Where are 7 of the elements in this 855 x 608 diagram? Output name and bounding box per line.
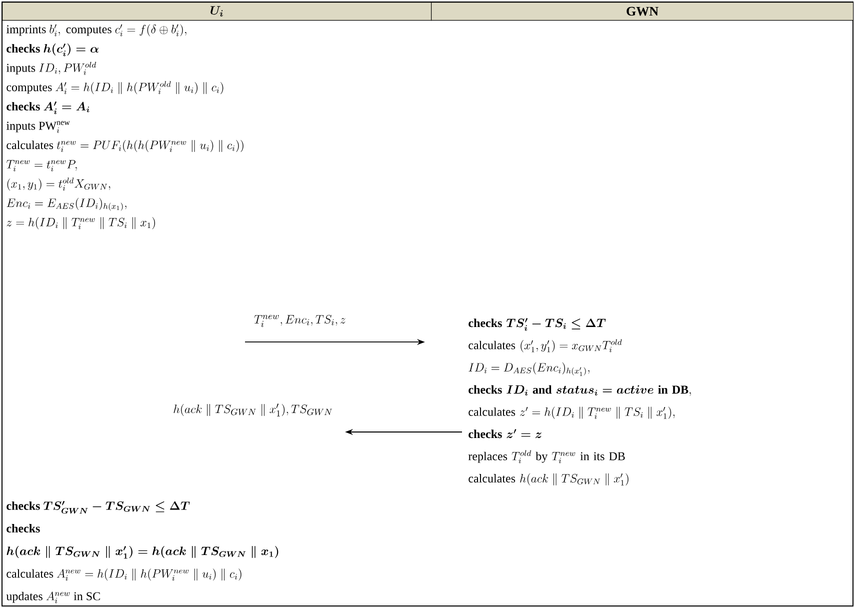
step-text: $\text{imprints } b_i', \text{ computes } c_i' = f(\delta \oplus b_i'),$ $\textbf{checks } \boldsymbol{h(c_i') = \alpha}$ $\text{inputs } ID_i, PW_i^{old}$ $\text{computes } A_i' = h(ID_i \parallel h(PW_i^{old} \parallel u_i) \parallel c_i)$ $\textbf{checks } \boldsymbol{A_i' = A_i}$ $\text{inputs PW}_i^{\text{new}}$ $\text{calculates } t_i^{new} = PUF_i(h(h(PW_i^{new} \parallel u_i) \parallel c_i))$ $T_i^{new} = t_i^{new} P,$ $(x_1, y_1) = t_i^{old} X_{GWN},$ $Enc_i = E_{AES}(ID_i)_{h(x_1)},$ $z = h(ID_i \parallel T_i^{new} \parallel TS_i \parallel x_1)$ [6, 24, 244, 230]
column-header: $\text{GWN}$ [431, 2, 854, 21]
edge-label: $h(ack \parallel TS_{GWN} \parallel x_1'), TS_{GWN}$ [172, 402, 334, 418]
step-text: $\textbf{checks } \boldsymbol{TS_{GWN}' - TS_{GWN} \leq \Delta T}$ $\textbf{checks}$ $\boldsymbol{h(ack \parallel TS_{GWN} \parallel x_1') = h(ack \parallel TS_{GWN} \parallel x_1)}$ $\text{calculates } A_i^{new} = h(ID_i \parallel h(PW_i^{new} \parallel u_i) \parallel c_i)$ $\text{updates } A_i^{new} \text{ in SC}$ [6, 500, 278, 604]
step-text: $\textbf{checks } \boldsymbol{TS_i' - TS_i \leq \Delta T}$ $\text{calculates } (x_1', y_1') = x_{GWN} T_i^{old}$ $ID_i = D_{AES}(Enc_i)_{h(x_1')},$ $\textbf{checks } \boldsymbol{ID_i} \textbf{ and } \boldsymbol{status_i = active} \textbf{ in DB},$ $\text{calculates } z' = h(ID_i \parallel T_i^{new} \parallel TS_i \parallel x_1'),$ $\textbf{checks } \boldsymbol{z' = z}$ $\text{replaces } T_i^{old} \text{ by } T_i^{new} \text{ in its DB}$ $\text{calculates } h(ack \parallel TS_{GWN} \parallel x_1')$ [468, 318, 691, 486]
edge-label: $T_i^{new}, Enc_i, TS_i, z$ [252, 314, 348, 328]
column-header: $U_i$ [2, 2, 432, 21]
